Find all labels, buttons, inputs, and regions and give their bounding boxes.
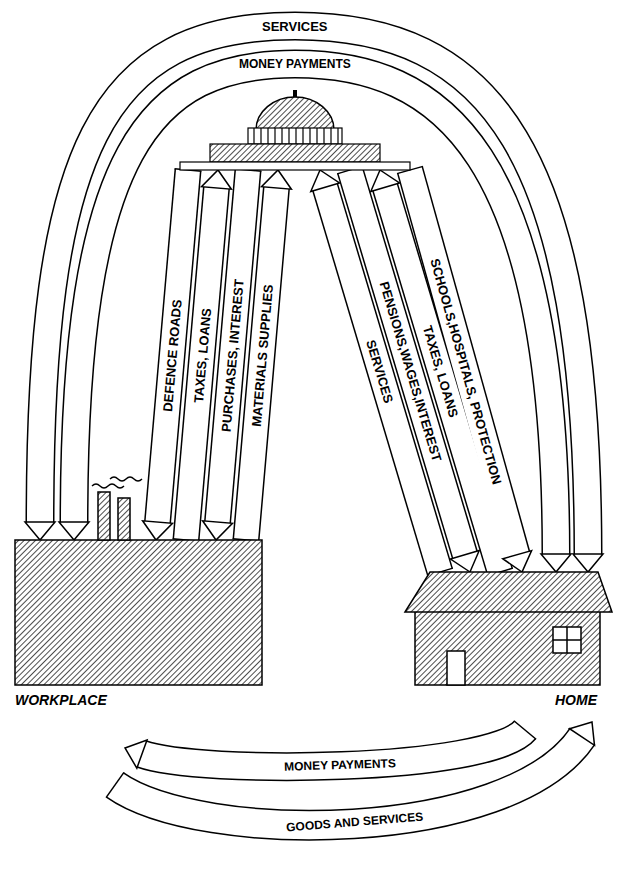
- arrow-head: [25, 522, 55, 540]
- arrow-head: [311, 170, 340, 192]
- illustration-part: [337, 128, 338, 144]
- capitol-building-drawing: [170, 90, 420, 170]
- flow-label: SERVICES: [364, 337, 396, 405]
- flow-label: PURCHASES, INTEREST: [219, 277, 245, 433]
- flow-label: MATERIALS SUPPLIES: [249, 282, 274, 427]
- house-home-drawing: [395, 565, 613, 760]
- factory-workplace: WORKPLACE: [10, 486, 265, 786]
- illustration-part: [553, 639, 581, 641]
- illustration-part: [260, 128, 261, 144]
- illustration-part: [253, 128, 254, 144]
- place-label: HOME: [555, 692, 597, 708]
- arrow-body: [246, 187, 277, 540]
- illustration-part: [15, 540, 262, 685]
- illustration-part: [274, 128, 275, 144]
- arrow-head: [262, 170, 292, 189]
- illustration-part: [302, 128, 303, 144]
- arrow-body: [295, 26, 588, 555]
- arrow-head: [202, 170, 232, 189]
- illustration-part: [295, 128, 296, 144]
- house-home: HOME: [395, 565, 613, 760]
- illustration-part: [309, 128, 310, 144]
- flow-label: MONEY PAYMENTS: [238, 58, 352, 70]
- illustration-part: [447, 651, 465, 685]
- arrow-tail: [106, 772, 124, 797]
- illustration-part: [92, 484, 124, 488]
- flow-label: SERVICES: [261, 20, 329, 33]
- illustration-part: [405, 572, 612, 612]
- arrow-body: [410, 170, 517, 556]
- arrow-head: [143, 521, 173, 540]
- arrow-head: [125, 740, 147, 768]
- illustration-part: [267, 128, 268, 144]
- arrow-head: [203, 521, 233, 540]
- illustration-part: [248, 128, 342, 144]
- place-label: WORKPLACE: [15, 692, 107, 708]
- flow-label: MONEY PAYMENTS: [283, 757, 397, 772]
- illustration-part: [330, 128, 331, 144]
- arrow-outlines: [40, 26, 588, 825]
- arrow-head: [450, 550, 479, 572]
- illustration-part: [98, 492, 110, 540]
- illustration-part: [256, 97, 334, 130]
- flow-label: GOODS AND SERVICES: [285, 811, 425, 834]
- arrow-body: [115, 736, 583, 825]
- capitol-building: [170, 90, 420, 170]
- arrow-bodies: [40, 26, 588, 825]
- illustration-part: [281, 128, 282, 144]
- illustration-part: [316, 128, 317, 144]
- flow-label: DEFENCE ROADS: [160, 297, 183, 412]
- arrow-outline: [295, 26, 588, 555]
- illustration-part: [415, 607, 600, 685]
- arrow-head: [541, 554, 571, 572]
- arrow-tail: [514, 721, 536, 740]
- arrow-heads: [25, 166, 603, 798]
- illustration-part: [293, 90, 297, 97]
- flow-label: TAXES, LOANS: [191, 306, 212, 404]
- factory-workplace-drawing: [10, 486, 265, 786]
- arrow-head: [573, 554, 603, 572]
- arrow-head: [503, 551, 532, 572]
- illustration-part: [288, 128, 289, 144]
- illustration-part: [180, 162, 410, 170]
- illustration-part: [553, 627, 581, 653]
- arrow-head: [371, 170, 400, 192]
- illustration-part: [210, 144, 380, 162]
- illustration-part: [118, 498, 130, 540]
- arrow-head: [59, 522, 89, 540]
- illustration-part: [110, 477, 142, 481]
- arrow-head: [570, 722, 595, 745]
- illustration-part: [323, 128, 324, 144]
